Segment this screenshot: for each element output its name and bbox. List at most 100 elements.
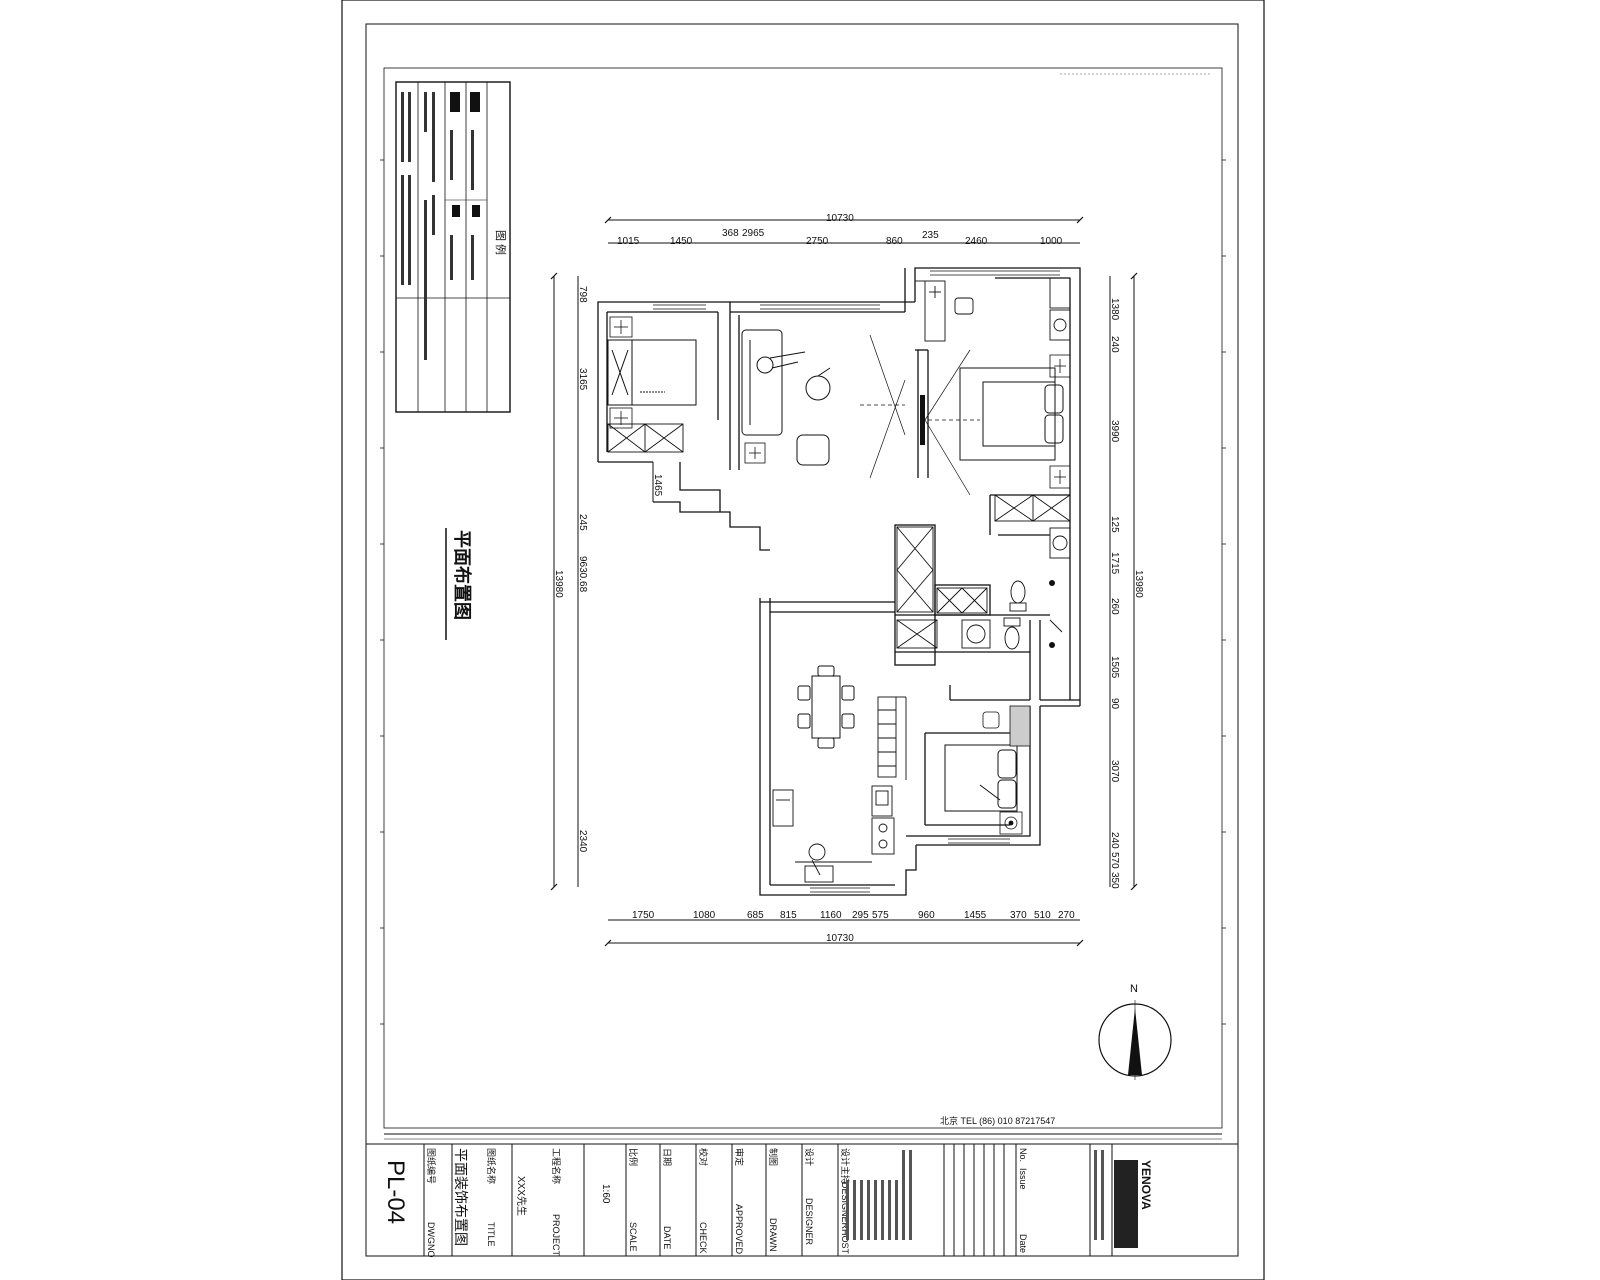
tb-approved-cn: 审定 <box>734 1148 745 1166</box>
dim-bottom-total: 10730 <box>826 933 854 944</box>
dim-top-seg: 860 <box>886 236 903 247</box>
tb-check: CHECK <box>698 1222 708 1254</box>
dim-top-seg: 2460 <box>965 236 988 247</box>
sideboard <box>877 696 907 780</box>
dim-right-seg: 1715 <box>1109 552 1120 575</box>
company-address: 北京 TEL (86) 010 87217547 <box>940 1115 1055 1126</box>
dim-bottom-seg: 960 <box>918 910 935 921</box>
dim-top-seg: 2750 <box>806 236 829 247</box>
tb-scale-cn: 比例 <box>628 1148 639 1166</box>
tv-view-lines <box>860 334 906 479</box>
bed-second <box>944 744 1018 812</box>
tb-designerhost-cn: 设计主持 <box>840 1148 851 1184</box>
tb-dwgno-cn: 图纸编号 <box>426 1148 437 1184</box>
side-table-lamp-icon <box>744 442 766 464</box>
tb-date-cn: 日期 <box>662 1148 672 1166</box>
dim-bottom-seg: 575 <box>872 910 889 921</box>
legend-box: 图 例 <box>395 81 511 413</box>
dim-left-total: 13980 <box>553 570 564 598</box>
dim-left-seg: 3165 <box>577 368 588 391</box>
sheet-outer-border <box>341 0 1265 1280</box>
nightstand-lamp-icon <box>609 316 633 429</box>
second-nightstand-icon <box>999 811 1023 835</box>
drawing-title: 平面布置图 <box>452 530 473 620</box>
dim-right-seg: 125 <box>1109 516 1120 533</box>
dim-top-seg: 368 <box>722 228 739 239</box>
second-bedroom-chair <box>982 705 1031 747</box>
ottoman <box>796 434 830 466</box>
dim-right-seg: 350 <box>1109 872 1120 889</box>
tb-date2: Date <box>1018 1234 1028 1253</box>
wardrobe-master <box>994 494 1071 522</box>
sheet-number: PL-04 <box>382 1160 409 1224</box>
dim-top-total: 10730 <box>826 213 854 224</box>
tb-designer: DESIGNER <box>804 1198 814 1246</box>
tb-approved: APPROVED <box>734 1204 744 1255</box>
dim-bottom-seg: 510 <box>1034 910 1051 921</box>
dim-right-seg: 1380 <box>1109 298 1120 321</box>
brand-logo <box>1114 1160 1138 1248</box>
dining-table <box>797 665 855 749</box>
dim-top-seg: 235 <box>922 230 939 241</box>
dimension-ticks <box>550 216 1138 947</box>
tb-no: No. <box>1018 1148 1028 1162</box>
desk <box>915 280 974 342</box>
dim-bottom-seg: 1080 <box>693 910 716 921</box>
frame-ticks <box>380 159 1226 1025</box>
dim-left-inner: 1465 <box>652 474 663 497</box>
dim-right-seg: 1505 <box>1109 656 1120 679</box>
tb-project-cn: 工程名称 <box>551 1148 562 1184</box>
legend-title: 图 例 <box>494 230 508 255</box>
bed-left <box>607 339 697 406</box>
tb-date: DATE <box>662 1226 672 1249</box>
dim-left-seg: 245 <box>577 514 588 531</box>
tb-designerhost: DESIGNERHOST <box>840 1182 850 1255</box>
master-tv-view-lines <box>924 349 980 496</box>
dim-bottom-seg: 1750 <box>632 910 655 921</box>
tb-issue: Issue <box>1018 1168 1028 1190</box>
tb-drawn-cn: 制图 <box>768 1148 779 1166</box>
dimension-lines <box>553 219 1135 944</box>
tv-unit <box>920 395 925 445</box>
dim-bottom-seg: 270 <box>1058 910 1075 921</box>
sheet-inner-border <box>365 23 1239 1257</box>
tb-check-cn: 校对 <box>698 1148 709 1166</box>
drawing-area-frame <box>383 67 1223 1129</box>
tb-designer-cn: 设计 <box>804 1148 815 1166</box>
north-arrow-icon <box>1098 1000 1172 1080</box>
tb-project: PROJECT <box>551 1214 561 1257</box>
brand-name: YENOVA <box>1139 1160 1153 1210</box>
walls <box>597 267 1081 896</box>
dim-right-total: 13980 <box>1133 570 1144 598</box>
dim-bottom-seg: 815 <box>780 910 797 921</box>
dim-right-seg: 570 <box>1109 852 1120 869</box>
dim-top-seg: 1015 <box>617 236 640 247</box>
dim-bottom-seg: 295 <box>852 910 869 921</box>
wardrobe-left <box>607 423 684 453</box>
windows <box>653 270 1060 893</box>
shower-icon <box>1049 580 1055 648</box>
washing-machine <box>1049 277 1071 341</box>
dim-right-seg: 240 <box>1109 832 1120 849</box>
dim-right-seg: 240 <box>1109 336 1120 353</box>
north-label: N <box>1130 983 1138 995</box>
tb-drawn: DRAWN <box>768 1218 778 1252</box>
kitchen-counter <box>772 785 895 883</box>
dim-right-seg: 3070 <box>1109 760 1120 783</box>
dim-left-seg: 9630.68 <box>577 556 588 593</box>
tb-project-value: XXX先生 <box>515 1176 528 1216</box>
sofa <box>741 329 806 436</box>
dim-right-seg: 3990 <box>1109 420 1120 443</box>
coffee-table <box>805 367 831 401</box>
tb-scale-value: 1:60 <box>600 1184 611 1204</box>
dim-left-seg: 2340 <box>577 830 588 853</box>
dim-bottom-seg: 1455 <box>964 910 987 921</box>
tb-scale: SCALE <box>628 1222 638 1252</box>
tb-title: TITLE <box>486 1222 496 1247</box>
tb-drawing-name: 平面装饰布置图 <box>453 1148 469 1246</box>
dim-left-seg: 798 <box>577 286 588 303</box>
dim-right-seg: 260 <box>1109 598 1120 615</box>
tb-dwgno: DWGNO <box>426 1222 436 1258</box>
dim-top-seg: 1000 <box>1040 236 1063 247</box>
